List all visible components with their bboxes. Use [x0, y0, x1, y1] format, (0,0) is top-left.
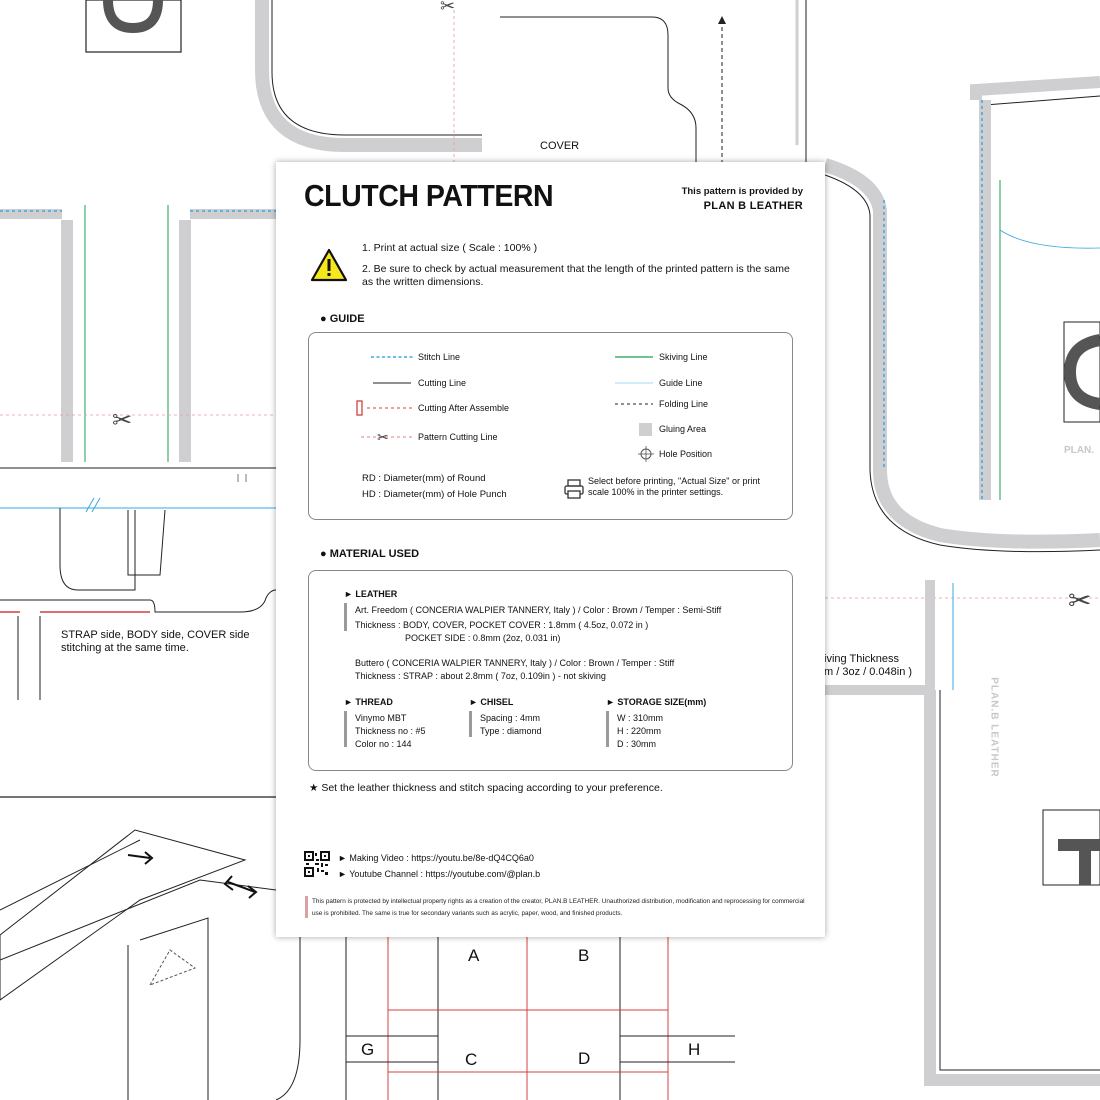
legend-cutting-line: Cutting Line — [418, 378, 467, 388]
thread-line-3: Color no : 144 — [355, 739, 412, 749]
legend-hole-position: Hole Position — [659, 449, 713, 459]
provided-by-block: This pattern is provided by PLAN B LEATH… — [682, 186, 803, 212]
svg-text:✂: ✂ — [112, 406, 132, 434]
grid-letter-a: A — [468, 946, 480, 965]
leather-line-1: Art. Freedom ( CONCERIA WALPIER TANNERY,… — [355, 605, 722, 615]
legal-notice: This pattern is protected by intellectua… — [312, 898, 805, 917]
print-instructions: 1. Print at actual size ( Scale : 100% )… — [362, 242, 802, 297]
skiving-thickness-note: iving Thickness m / 3oz / 0.048in ) — [824, 653, 912, 679]
thread-heading: ► THREAD — [344, 697, 393, 707]
material-section-title: ● MATERIAL USED — [320, 548, 420, 560]
skiving-note-line-1: iving Thickness — [824, 653, 899, 665]
qr-code-icon[interactable] — [304, 851, 330, 877]
guide-section-title: ● GUIDE — [320, 313, 365, 325]
strap-stitching-note: STRAP side, BODY side, COVER side stitch… — [61, 629, 250, 654]
cover-label: COVER — [540, 140, 580, 152]
leather-line-2: Thickness : BODY, COVER, POCKET COVER : … — [355, 620, 649, 630]
storage-bar — [606, 711, 609, 747]
legend-pattern-cutting-line: Pattern Cutting Line — [418, 432, 498, 442]
svg-text:✂: ✂ — [377, 430, 389, 446]
making-video-link[interactable]: ► Making Video : https://youtu.be/8e-dQ4… — [338, 853, 534, 863]
brand-name: PLAN B LEATHER — [703, 200, 803, 212]
instruction-step-2: 2. Be sure to check by actual measuremen… — [362, 263, 790, 288]
page-title: CLUTCH PATTERN — [304, 178, 554, 213]
guide-box: ✂ Stitch Line Cutting Line Cutting After… — [308, 332, 793, 520]
leather-line-5: Thickness : STRAP : about 2.8mm ( 7oz, 0… — [355, 671, 606, 681]
grid-letter-d: D — [578, 1049, 591, 1068]
legend-stitch-line: Stitch Line — [418, 352, 461, 362]
chisel-line-2: Type : diamond — [480, 726, 542, 736]
clutch-pattern-sheet: CLUTCH PATTERN This pattern is provided … — [276, 162, 825, 937]
grid-letter-h: H — [688, 1040, 701, 1059]
chisel-bar — [469, 711, 472, 737]
storage-height: H : 220mm — [617, 726, 662, 736]
grid-letter-g: G — [361, 1040, 375, 1059]
preference-note: ★ Set the leather thickness and stitch s… — [309, 782, 663, 794]
provided-by-text: This pattern is provided by — [681, 186, 803, 197]
chisel-line-1: Spacing : 4mm — [480, 713, 541, 723]
legal-bar — [305, 896, 308, 918]
rd-note: RD : Diameter(mm) of Round — [362, 473, 486, 484]
storage-heading: ► STORAGE SIZE(mm) — [606, 697, 707, 707]
links-block: ► Making Video : https://youtu.be/8e-dQ4… — [338, 850, 540, 882]
legend-guide-line: Guide Line — [659, 378, 703, 388]
grid-letter-c: C — [465, 1050, 478, 1069]
brand-vertical: PLAN.B LEATHER — [988, 677, 1000, 778]
svg-text:✂: ✂ — [1068, 584, 1091, 617]
legend-folding-line: Folding Line — [659, 399, 709, 409]
printer-icon — [564, 479, 584, 499]
brand-faint: PLAN. — [1064, 445, 1094, 456]
legend-cutting-after-assemble: Cutting After Assemble — [418, 403, 510, 413]
thread-line-2: Thickness no : #5 — [355, 726, 426, 736]
leather-heading: ► LEATHER — [344, 589, 398, 599]
chisel-heading: ► CHISEL — [469, 697, 514, 707]
storage-depth: D : 30mm — [617, 739, 657, 749]
skiving-note-line-2: m / 3oz / 0.048in ) — [824, 666, 913, 678]
guide-line-samples: ✂ — [356, 356, 654, 462]
warning-icon — [310, 248, 348, 282]
print-setting-note: Select before printing, "Actual Size" or… — [588, 476, 760, 497]
thread-line-1: Vinymo MBT — [355, 713, 407, 723]
legend-gluing-area: Gluing Area — [659, 424, 707, 434]
leather-line-3: POCKET SIDE : 0.8mm (2oz, 0.031 in) — [405, 633, 561, 643]
youtube-channel-link[interactable]: ► Youtube Channel : https://youtube.com/… — [338, 869, 541, 879]
thread-bar — [344, 711, 347, 747]
svg-text:✂: ✂ — [440, 0, 455, 17]
material-box: ► LEATHER Art. Freedom ( CONCERIA WALPIE… — [308, 570, 793, 771]
instruction-step-1: 1. Print at actual size ( Scale : 100% ) — [362, 242, 538, 254]
hd-note: HD : Diameter(mm) of Hole Punch — [362, 489, 507, 500]
leather-line-4: Buttero ( CONCERIA WALPIER TANNERY, Ital… — [355, 658, 675, 668]
legend-skiving-line: Skiving Line — [659, 352, 708, 362]
leather-bar — [344, 603, 347, 631]
storage-width: W : 310mm — [617, 713, 664, 723]
grid-letter-b: B — [578, 946, 590, 965]
